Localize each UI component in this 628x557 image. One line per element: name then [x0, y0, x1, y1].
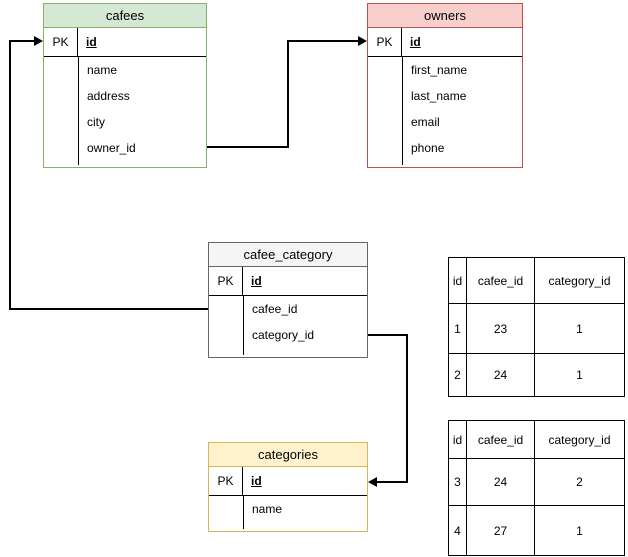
entity-title: owners [368, 4, 522, 28]
arrowhead-into-owners-id [358, 36, 367, 46]
pk-label: PK [209, 267, 243, 295]
field-row: owner_id [87, 141, 136, 155]
entity-categories: categories PK id name [208, 442, 368, 532]
table-row: 3 24 2 [448, 458, 625, 506]
table-cell: 1 [534, 353, 625, 397]
table-cell: 27 [466, 505, 535, 556]
table-cell: 2 [534, 458, 625, 506]
connector-cafeecategory-categories-segment [368, 334, 408, 336]
arrowhead-into-categories-id [368, 477, 377, 487]
table-row: 4 27 1 [448, 505, 625, 556]
pk-label: PK [209, 467, 243, 495]
connector-cafeecategory-categories-segment [377, 481, 408, 483]
sample-table-1: id cafee_id category_id 1 23 1 2 24 1 [448, 257, 625, 397]
table-cell: 23 [466, 303, 535, 354]
field-row: first_name [411, 63, 468, 77]
entity-body: name address city owner_id [44, 57, 206, 165]
connector-cafees-owners-segment [207, 146, 289, 148]
table-cell: 1 [534, 505, 625, 556]
table-cell: 3 [448, 458, 467, 506]
pk-row: PK id [209, 267, 367, 296]
table-header-cell: category_id [534, 420, 625, 459]
field-row: city [87, 115, 105, 129]
entity-body: name [209, 496, 367, 529]
column-divider [243, 296, 244, 355]
entity-body: cafee_id category_id [209, 296, 367, 355]
table-header-cell: id [448, 257, 467, 304]
connector-cafeecategory-categories-segment [406, 334, 408, 483]
entity-cafee-category: cafee_category PK id cafee_id category_i… [208, 242, 368, 358]
column-divider [78, 57, 79, 165]
arrowhead-into-cafees-id [34, 36, 43, 46]
table-row: 1 23 1 [448, 303, 625, 354]
entity-title: categories [209, 443, 367, 467]
field-row: name [252, 502, 283, 516]
pk-label: PK [368, 28, 402, 56]
field-row: phone [411, 141, 445, 155]
connector-cafeecategory-cafees-segment [9, 40, 11, 310]
entity-cafees: cafees PK id name address city owner_id [43, 3, 207, 168]
table-header-row: id cafee_id category_id [448, 420, 625, 459]
entity-owners: owners PK id first_name last_name email … [367, 3, 523, 168]
pk-field: id [251, 474, 262, 488]
pk-label: PK [44, 28, 78, 56]
field-row: name [87, 63, 118, 77]
pk-row: PK id [44, 28, 206, 57]
field-row: category_id [252, 328, 315, 342]
table-cell: 24 [466, 353, 535, 397]
field-row: email [411, 115, 440, 129]
table-cell: 4 [448, 505, 467, 556]
entity-body: first_name last_name email phone [368, 57, 522, 165]
table-header-cell: id [448, 420, 467, 459]
pk-row: PK id [368, 28, 522, 57]
pk-field: id [86, 35, 97, 49]
pk-row: PK id [209, 467, 367, 496]
connector-cafees-owners-segment [287, 40, 289, 148]
column-divider [402, 57, 403, 165]
connector-cafees-owners-segment [289, 40, 358, 42]
sample-table-2: id cafee_id category_id 3 24 2 4 27 1 [448, 420, 625, 556]
field-row: address [87, 89, 130, 103]
table-cell: 1 [534, 303, 625, 354]
table-cell: 1 [448, 303, 467, 354]
table-header-cell: cafee_id [466, 420, 535, 459]
column-divider [243, 496, 244, 529]
field-row: last_name [411, 89, 467, 103]
entity-title: cafees [44, 4, 206, 28]
entity-title: cafee_category [209, 243, 367, 267]
table-cell: 2 [448, 353, 467, 397]
field-row: cafee_id [252, 302, 298, 316]
table-header-cell: category_id [534, 257, 625, 304]
table-row: 2 24 1 [448, 353, 625, 397]
table-header-cell: cafee_id [466, 257, 535, 304]
table-cell: 24 [466, 458, 535, 506]
connector-cafeecategory-cafees-segment [10, 308, 208, 310]
pk-field: id [251, 274, 262, 288]
pk-field: id [410, 35, 421, 49]
connector-cafeecategory-cafees-segment [11, 40, 34, 42]
table-header-row: id cafee_id category_id [448, 257, 625, 304]
